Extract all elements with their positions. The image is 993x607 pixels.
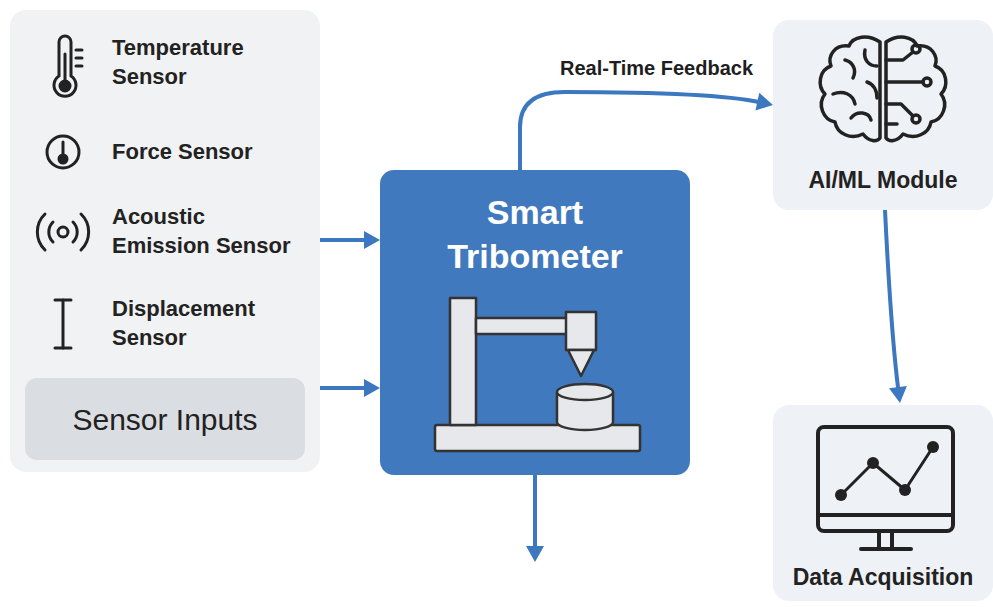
arrow-line (520, 92, 761, 170)
chart-dot (899, 484, 911, 496)
acoustic-icon-center (58, 227, 68, 237)
chart-dot (835, 489, 847, 501)
arrow-head (755, 93, 773, 111)
tick (76, 65, 82, 68)
arrow-head (889, 386, 907, 403)
edge-label: Real-Time Feedback (556, 57, 757, 80)
force-icon-stem (62, 142, 65, 155)
sensor-label: Force Sensor (112, 138, 304, 167)
acoustic-icon-wave (37, 214, 88, 250)
chart-line (841, 447, 933, 495)
acoustic-icon-wave (49, 222, 77, 242)
tick (76, 57, 82, 60)
group-label: Sensor Inputs (25, 400, 305, 439)
chart-dot (867, 457, 879, 469)
displacement-icon-cap (55, 347, 71, 350)
sensor-inputs-box: Sensor Inputs (25, 378, 305, 460)
pin-tip (568, 350, 594, 376)
flow-arrow (320, 231, 380, 249)
force-icon-bulb (59, 155, 67, 163)
sensor-label: Acoustic Emission Sensor (112, 203, 304, 260)
box-title: Data Acquisition (773, 563, 993, 593)
arrow-line (320, 238, 368, 242)
arrow-line (885, 210, 898, 391)
thermometer-icon (54, 36, 76, 96)
pin-holder (566, 312, 596, 350)
arrow-head (364, 231, 380, 249)
tick (76, 49, 82, 52)
tribometer-box: Smart Tribometer (380, 170, 690, 475)
chart-dot (927, 441, 939, 453)
displacement-icon-cap (55, 299, 71, 302)
arm (476, 318, 568, 334)
brain-folds (833, 50, 877, 120)
monitor-screen (818, 427, 953, 531)
flow-arrow (520, 92, 773, 170)
ai-ml-box: AI/ML Module (773, 20, 993, 210)
box-title: AI/ML Module (773, 166, 993, 196)
base-plate (435, 425, 640, 451)
arrow-head (364, 379, 380, 397)
monitor-stand (861, 531, 911, 549)
box-title: Smart Tribometer (405, 190, 665, 278)
displacement-icon (62, 300, 65, 348)
output-arrow-head (526, 546, 544, 562)
sensor-label: Temperature Sensor (112, 34, 304, 91)
circuit-node (912, 115, 920, 123)
circuit-lines (886, 52, 923, 124)
data-acquisition-box: Data Acquisition (773, 405, 993, 601)
circuit-node (912, 45, 920, 53)
force-icon (47, 136, 79, 168)
sensor-panel: Temperature SensorForce SensorAcoustic E… (10, 10, 320, 472)
disc-top (557, 384, 613, 400)
sensor-label: Displacement Sensor (112, 295, 304, 352)
circuit-node (923, 78, 931, 86)
monitor-bezel (818, 513, 953, 517)
output-arrow-line (533, 475, 537, 548)
column (450, 298, 476, 425)
brain-right (886, 37, 946, 141)
thermometer-column (64, 54, 67, 82)
brain-left (820, 37, 880, 141)
flow-arrow (885, 210, 907, 403)
